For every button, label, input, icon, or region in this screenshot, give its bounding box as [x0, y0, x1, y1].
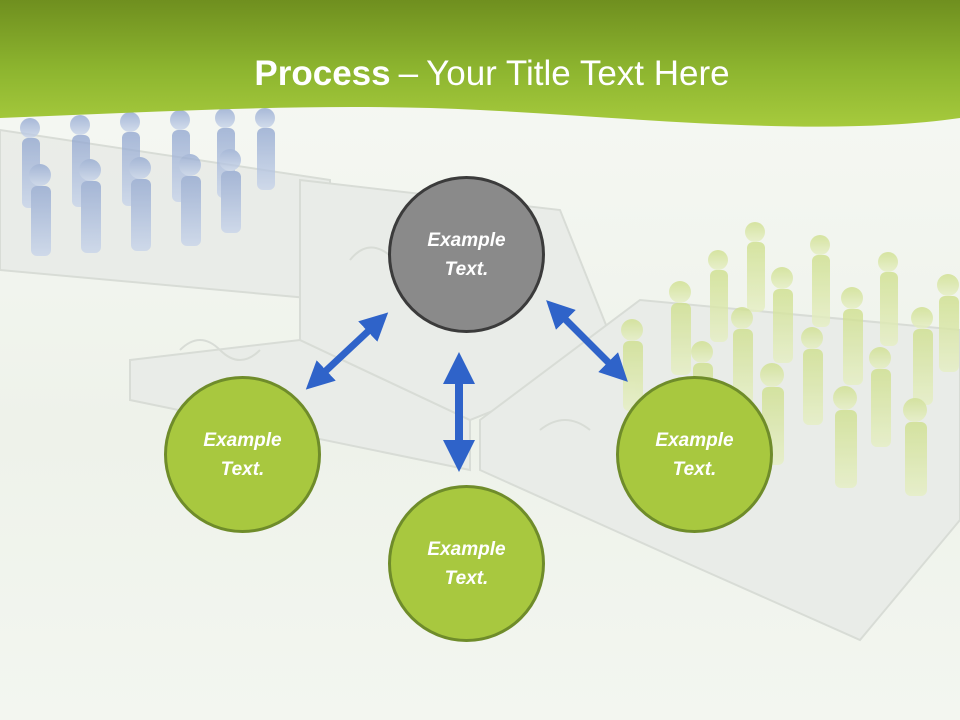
node-label: Example Text. — [427, 538, 506, 589]
process-node-bottom: Example Text. — [388, 485, 545, 642]
title-separator: – — [398, 54, 419, 93]
node-label: Example Text. — [655, 429, 734, 480]
node-label: Example Text. — [203, 429, 282, 480]
page-title: Process–Your Title Text Here — [0, 52, 960, 96]
node-label: Example Text. — [427, 229, 506, 280]
title-bold-word: Process — [254, 54, 391, 93]
header-banner — [0, 0, 960, 127]
blue-figures — [20, 108, 275, 256]
process-node-left: Example Text. — [164, 376, 321, 533]
process-node-top: Example Text. — [388, 176, 545, 333]
green-figures — [621, 222, 959, 496]
process-node-right: Example Text. — [616, 376, 773, 533]
title-rest: Your Title Text Here — [426, 54, 730, 93]
